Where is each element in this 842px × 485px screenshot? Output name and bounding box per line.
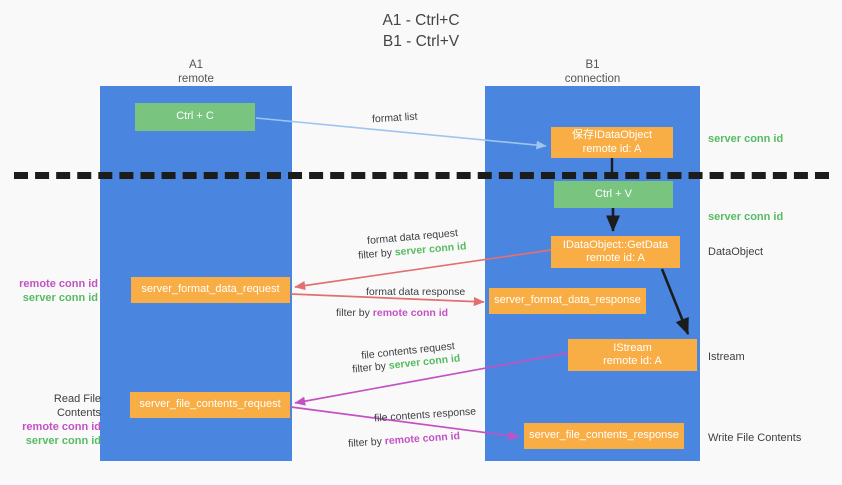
annotation-remote-conn-id: remote conn id bbox=[19, 278, 98, 290]
page-title: A1 - Ctrl+C B1 - Ctrl+V bbox=[0, 10, 842, 52]
edge-label-format-data-response: format data response bbox=[366, 286, 466, 298]
edge-label-format-list: format list bbox=[371, 110, 418, 126]
annotation-server-conn-id-mid: server conn id bbox=[708, 211, 784, 223]
lane-b1-name: B1 bbox=[585, 59, 600, 71]
divider-dashed-line bbox=[14, 172, 829, 179]
lane-a1-name: A1 bbox=[188, 59, 204, 71]
filter-prefix: filter by bbox=[351, 359, 390, 376]
filter-value-remote-conn-id: remote conn id bbox=[384, 430, 461, 448]
node-server-format-data-response[interactable]: server_format_data_response bbox=[489, 288, 646, 314]
node-istream-label: IStream bbox=[613, 341, 652, 354]
node-server-file-contents-response[interactable]: server_file_contents_response bbox=[524, 423, 684, 449]
node-ctrl-v-label: Ctrl + V bbox=[595, 187, 632, 200]
annotation-dataobject: DataObject bbox=[708, 246, 764, 258]
node-istream[interactable]: IStream remote id: A bbox=[568, 339, 697, 371]
edge-label-file-contents-response: file contents response bbox=[373, 405, 477, 425]
filter-prefix: filter by bbox=[357, 246, 396, 262]
lane-a1-subtitle: remote bbox=[178, 73, 214, 85]
title-line-1: A1 - Ctrl+C bbox=[382, 12, 460, 29]
node-ctrl-c-label: Ctrl + C bbox=[176, 110, 214, 123]
lane-header-a1: A1 remote bbox=[100, 58, 292, 86]
lane-b1-subtitle: connection bbox=[564, 73, 621, 85]
filter-value-remote-conn-id: remote conn id bbox=[372, 307, 449, 319]
annotation-write-file-contents: Write File Contents bbox=[708, 432, 802, 444]
annotation-conn-id-group-top: remote conn id server conn id bbox=[8, 277, 98, 305]
node-server-file-contents-request[interactable]: server_file_contents_request bbox=[130, 392, 290, 418]
edge-label-format-data-response-filter: filter by remote conn id bbox=[336, 306, 448, 320]
annotation-istream: Istream bbox=[708, 351, 745, 363]
node-istream-sub: remote id: A bbox=[603, 355, 662, 367]
node-ctrl-c[interactable]: Ctrl + C bbox=[135, 103, 255, 131]
node-server-file-contents-request-label: server_file_contents_request bbox=[139, 398, 281, 411]
node-server-format-data-request-label: server_format_data_request bbox=[141, 283, 280, 296]
annotation-server-conn-id: server conn id bbox=[22, 292, 98, 304]
node-idataobject-getdata[interactable]: IDataObject::GetData remote id: A bbox=[551, 236, 680, 268]
title-line-2: B1 - Ctrl+V bbox=[382, 33, 460, 50]
annotation-server-conn-id: server conn id bbox=[25, 435, 101, 447]
annotation-remote-conn-id: remote conn id bbox=[22, 421, 101, 433]
node-ctrl-v[interactable]: Ctrl + V bbox=[554, 181, 673, 208]
annotation-read-file-contents-group: Read File Contents remote conn id server… bbox=[8, 392, 101, 448]
node-server-file-contents-response-label: server_file_contents_response bbox=[529, 429, 679, 442]
node-server-format-data-request[interactable]: server_format_data_request bbox=[131, 277, 290, 303]
annotation-server-conn-id-top: server conn id bbox=[708, 133, 784, 145]
edge-label-file-contents-response-filter: filter by remote conn id bbox=[348, 429, 461, 451]
filter-prefix: filter by bbox=[336, 307, 373, 319]
node-server-format-data-response-label: server_format_data_response bbox=[494, 294, 641, 307]
node-save-idataobject[interactable]: 保存IDataObject remote id: A bbox=[551, 127, 673, 158]
filter-prefix: filter by bbox=[347, 435, 386, 450]
node-idataobject-getdata-label: IDataObject::GetData bbox=[562, 238, 669, 251]
node-save-idataobject-sub: remote id: A bbox=[582, 142, 642, 155]
lane-header-b1: B1 connection bbox=[485, 58, 700, 86]
node-idataobject-getdata-sub: remote id: A bbox=[586, 252, 645, 264]
annotation-read-file-contents: Read File Contents bbox=[53, 393, 101, 419]
node-save-idataobject-label: 保存IDataObject bbox=[571, 129, 653, 141]
